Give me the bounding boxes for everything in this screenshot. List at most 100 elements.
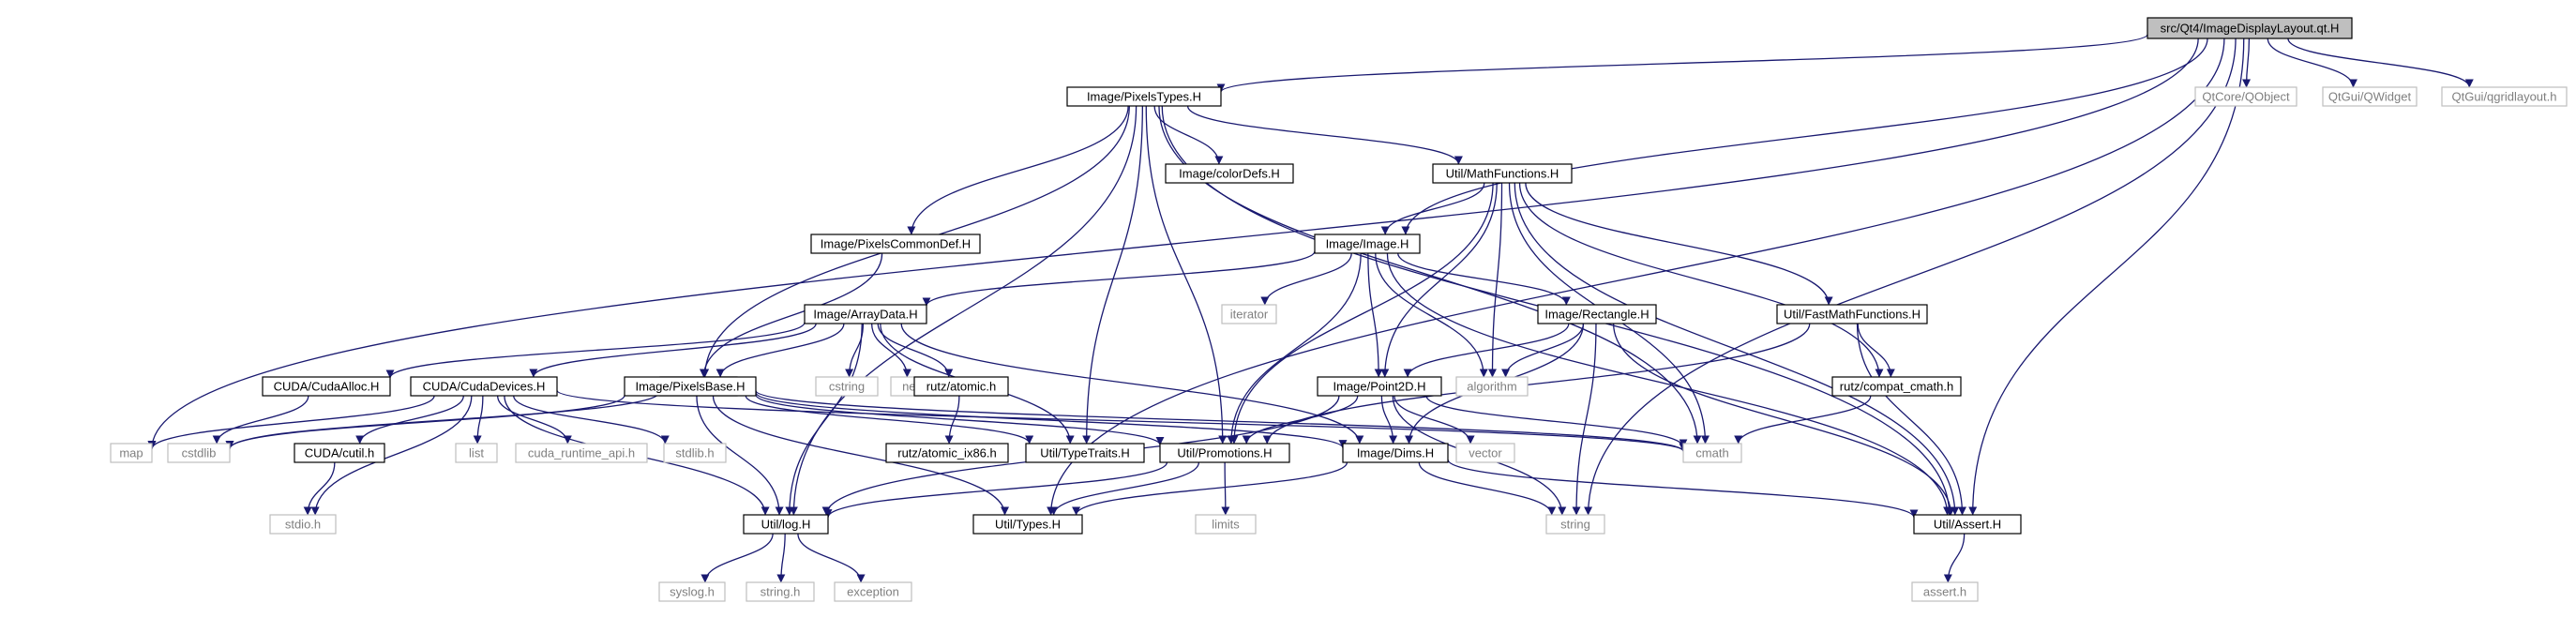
edge-point2d-to-dims	[1380, 395, 1398, 445]
node-cudaalloc[interactable]: CUDA/CudaAlloc.H	[262, 376, 391, 397]
edge-log-to-stringh	[776, 533, 786, 583]
edge-layer	[147, 34, 2474, 583]
node-root-box	[2147, 17, 2353, 39]
node-qwidget-box	[2322, 86, 2418, 107]
node-dims-box	[1342, 443, 1449, 463]
node-typetraits-box	[1025, 443, 1145, 463]
edge-cudadevices-to-cudaruntime	[496, 395, 572, 445]
node-limits-box	[1195, 514, 1257, 535]
edge-mathfunctions-to-point2d	[1380, 182, 1498, 378]
edge-image-to-rectangle	[1397, 252, 1571, 306]
node-pixeltypes-label: Image/PixelsTypes.H	[1087, 90, 1201, 104]
node-rectangle[interactable]: Image/Rectangle.H	[1537, 304, 1657, 324]
edge-cudadevices-to-cutil	[355, 395, 464, 445]
node-cudadevices[interactable]: CUDA/CudaDevices.H	[410, 376, 558, 397]
edge-promotions-to-log	[823, 461, 1168, 519]
node-asserth-box	[1911, 581, 1979, 602]
node-colordefs-box	[1165, 163, 1294, 184]
node-map: map	[110, 443, 153, 463]
node-pixelscommondef[interactable]: Image/PixelsCommonDef.H	[810, 234, 981, 254]
node-assert[interactable]: Util/Assert.H	[1913, 514, 2022, 535]
node-cstring-box	[815, 376, 879, 397]
node-promotions-label: Util/Promotions.H	[1177, 446, 1272, 460]
node-pixeltypes[interactable]: Image/PixelsTypes.H	[1066, 86, 1222, 107]
node-stringh-box	[746, 581, 815, 602]
node-cutil[interactable]: CUDA/cutil.h	[294, 443, 385, 463]
node-log-label: Util/log.H	[761, 518, 811, 532]
node-promotions-box	[1159, 443, 1290, 463]
node-fastmath[interactable]: Util/FastMathFunctions.H	[1776, 304, 1928, 324]
node-cudadevices-box	[410, 376, 558, 397]
edge-root-to-types	[1047, 38, 2225, 516]
node-arraydata[interactable]: Image/ArrayData.H	[804, 304, 927, 324]
edge-rectangle-to-assert	[1612, 323, 1955, 516]
node-compatcmath[interactable]: rutz/compat_cmath.h	[1831, 376, 1962, 397]
node-compatcmath-label: rutz/compat_cmath.h	[1840, 380, 1953, 394]
edge-root-to-qgridlayout	[2287, 38, 2474, 88]
node-log[interactable]: Util/log.H	[743, 514, 829, 535]
edge-fastmath-to-compatcmath	[1857, 323, 1895, 378]
edge-dims-to-types	[1072, 461, 1348, 516]
node-pixelsbase[interactable]: Image/PixelsBase.H	[624, 376, 757, 397]
edge-arraydata-to-cudaalloc	[385, 322, 806, 379]
node-point2d[interactable]: Image/Point2D.H	[1317, 376, 1442, 397]
node-string-box	[1545, 514, 1605, 535]
edge-point2d-to-promotions	[1242, 395, 1359, 445]
node-atomic-label: rutz/atomic.h	[926, 380, 996, 394]
edge-root-to-qobject	[2242, 38, 2252, 88]
node-syslog-box	[658, 581, 726, 602]
node-types[interactable]: Util/Types.H	[972, 514, 1083, 535]
node-typetraits[interactable]: Util/TypeTraits.H	[1025, 443, 1145, 463]
node-exception-label: exception	[847, 585, 899, 599]
node-stdlib: stdlib.h	[663, 443, 727, 463]
node-colordefs[interactable]: Image/colorDefs.H	[1165, 163, 1294, 184]
node-dims-label: Image/Dims.H	[1357, 446, 1434, 460]
node-atomic-box	[913, 376, 1009, 397]
edge-pixelsbase-to-log	[696, 395, 784, 516]
node-string: string	[1545, 514, 1605, 535]
node-qgridlayout: QtGui/qgridlayout.h	[2441, 86, 2568, 107]
node-cutil-label: CUDA/cutil.h	[305, 446, 374, 460]
node-asserth: assert.h	[1911, 581, 1979, 602]
edge-assert-to-asserth	[1943, 533, 1966, 583]
node-cstring: cstring	[815, 376, 879, 397]
node-mathfunctions-label: Util/MathFunctions.H	[1446, 167, 1559, 181]
node-cmath-box	[1682, 443, 1742, 463]
edge-root-to-map	[147, 38, 2199, 450]
node-stringh-label: string.h	[761, 585, 801, 599]
node-mathfunctions-box	[1432, 163, 1573, 184]
edge-rectangle-to-point2d	[1403, 323, 1570, 378]
node-root[interactable]: src/Qt4/ImageDisplayLayout.qt.H	[2147, 17, 2353, 39]
node-pixelscommondef-box	[810, 234, 981, 254]
node-atomicx86-label: rutz/atomic_ix86.h	[897, 446, 997, 460]
edge-dims-to-string	[1418, 461, 1557, 516]
node-dims[interactable]: Image/Dims.H	[1342, 443, 1449, 463]
edge-arraydata-to-alloc	[716, 323, 845, 378]
edge-cudadevices-to-stdlib	[513, 395, 670, 445]
node-atomicx86[interactable]: rutz/atomic_ix86.h	[885, 443, 1009, 463]
node-pixelsbase-label: Image/PixelsBase.H	[635, 380, 745, 394]
edge-pixeltypes-to-pixelscommondef	[907, 105, 1129, 235]
edge-pixeltypes-to-typetraits	[1082, 105, 1143, 445]
node-mathfunctions[interactable]: Util/MathFunctions.H	[1432, 163, 1573, 184]
node-log-box	[743, 514, 829, 535]
node-cudaruntime-label: cuda_runtime_api.h	[528, 446, 635, 460]
node-asserth-label: assert.h	[1923, 585, 1966, 599]
node-types-box	[972, 514, 1083, 535]
node-promotions[interactable]: Util/Promotions.H	[1159, 443, 1290, 463]
node-qobject-box	[2194, 86, 2297, 107]
node-exception: exception	[834, 581, 912, 602]
node-vector: vector	[1455, 443, 1515, 463]
edge-dims-to-assert	[1447, 459, 1919, 519]
node-image[interactable]: Image/Image.H	[1314, 234, 1421, 254]
node-cstdlib-label: cstdlib	[182, 446, 217, 460]
edge-log-to-exception	[797, 533, 866, 583]
edge-cudadevices-to-stdio	[310, 395, 473, 516]
node-typetraits-label: Util/TypeTraits.H	[1040, 446, 1130, 460]
node-cmath-label: cmath	[1695, 446, 1728, 460]
edge-point2d-to-vector	[1393, 395, 1475, 445]
node-cudadevices-label: CUDA/CudaDevices.H	[423, 380, 546, 394]
node-algorithm-label: algorithm	[1467, 380, 1516, 394]
node-atomic[interactable]: rutz/atomic.h	[913, 376, 1009, 397]
